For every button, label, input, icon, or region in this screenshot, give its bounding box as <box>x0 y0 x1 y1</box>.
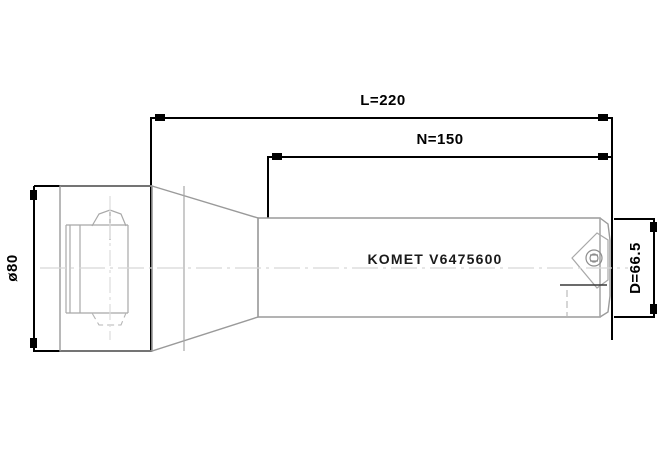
cutting-diameter-arrow-bottom <box>650 304 657 314</box>
projection-length-arrow-left <box>272 153 282 160</box>
shank-diameter-label: ø80 <box>4 254 21 281</box>
dimension-shank-diameter: ø80 <box>4 185 152 352</box>
tool-body-geometry: KOMET V6475600 <box>40 185 628 352</box>
part-marking-label: KOMET V6475600 <box>367 251 502 267</box>
dimension-projection-length: N=150 <box>267 131 613 218</box>
coupling-drive-cam-top <box>91 209 127 227</box>
cutting-diameter-arrow-top <box>650 222 657 232</box>
projection-length-label: N=150 <box>416 131 463 148</box>
clamping-screw-torx-socket <box>589 253 599 263</box>
overall-length-label: L=220 <box>360 92 405 109</box>
coupling-drive-cam-bottom <box>91 312 127 326</box>
cutting-diameter-label: D=66.5 <box>627 242 644 294</box>
overall-length-arrow-left <box>155 114 165 121</box>
projection-length-arrow-right <box>598 153 608 160</box>
clamping-screw-head <box>585 249 603 267</box>
dimension-overall-length: L=220 <box>150 92 613 352</box>
shank-diameter-arrow-bottom <box>30 338 37 348</box>
overall-length-arrow-right <box>598 114 608 121</box>
shank-diameter-arrow-top <box>30 190 37 200</box>
dimension-cutting-diameter: D=66.5 <box>614 218 657 318</box>
insert-pocket-outline <box>571 232 609 289</box>
